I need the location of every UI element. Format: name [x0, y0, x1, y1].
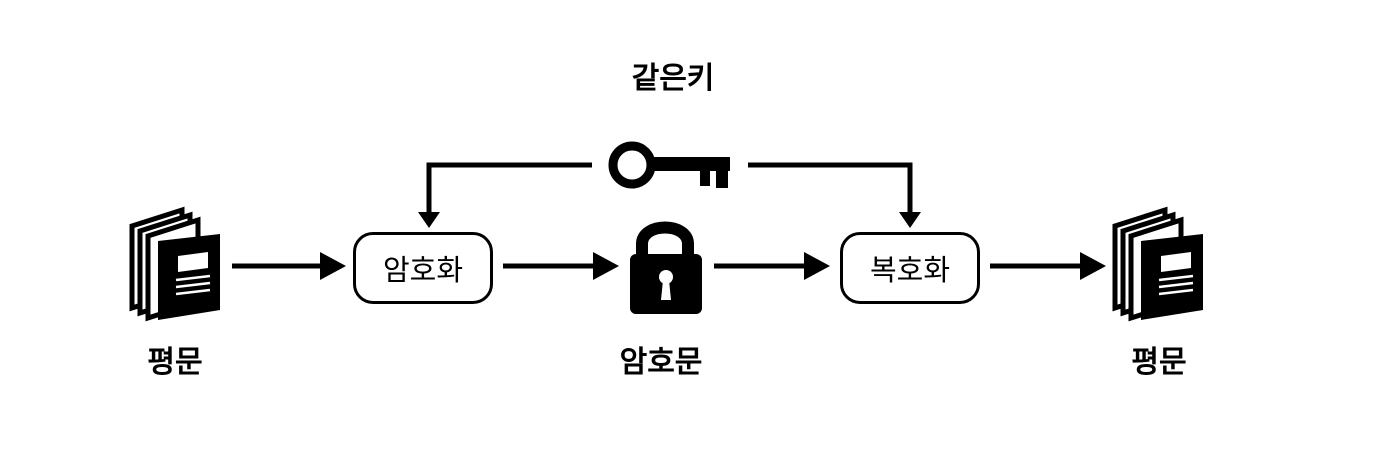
plaintext-right-label: 평문 — [1131, 345, 1187, 380]
arrow-plaintext-to-encrypt — [232, 252, 346, 280]
encrypt-label: 암호화 — [382, 253, 464, 287]
decrypt-box: 복호화 — [840, 232, 980, 304]
plaintext-left-label: 평문 — [147, 345, 203, 380]
arrow-decrypt-to-plaintext — [990, 252, 1106, 280]
arrow-encrypt-to-ciphertext — [503, 252, 619, 280]
decrypt-label: 복호화 — [869, 253, 951, 287]
encrypt-box: 암호화 — [353, 232, 493, 304]
arrow-ciphertext-to-decrypt — [714, 252, 830, 280]
ciphertext-label: 암호문 — [619, 345, 703, 380]
key-label: 같은키 — [631, 61, 715, 96]
arrow-key-to-encrypt — [418, 162, 592, 228]
arrow-key-to-decrypt — [748, 162, 921, 228]
